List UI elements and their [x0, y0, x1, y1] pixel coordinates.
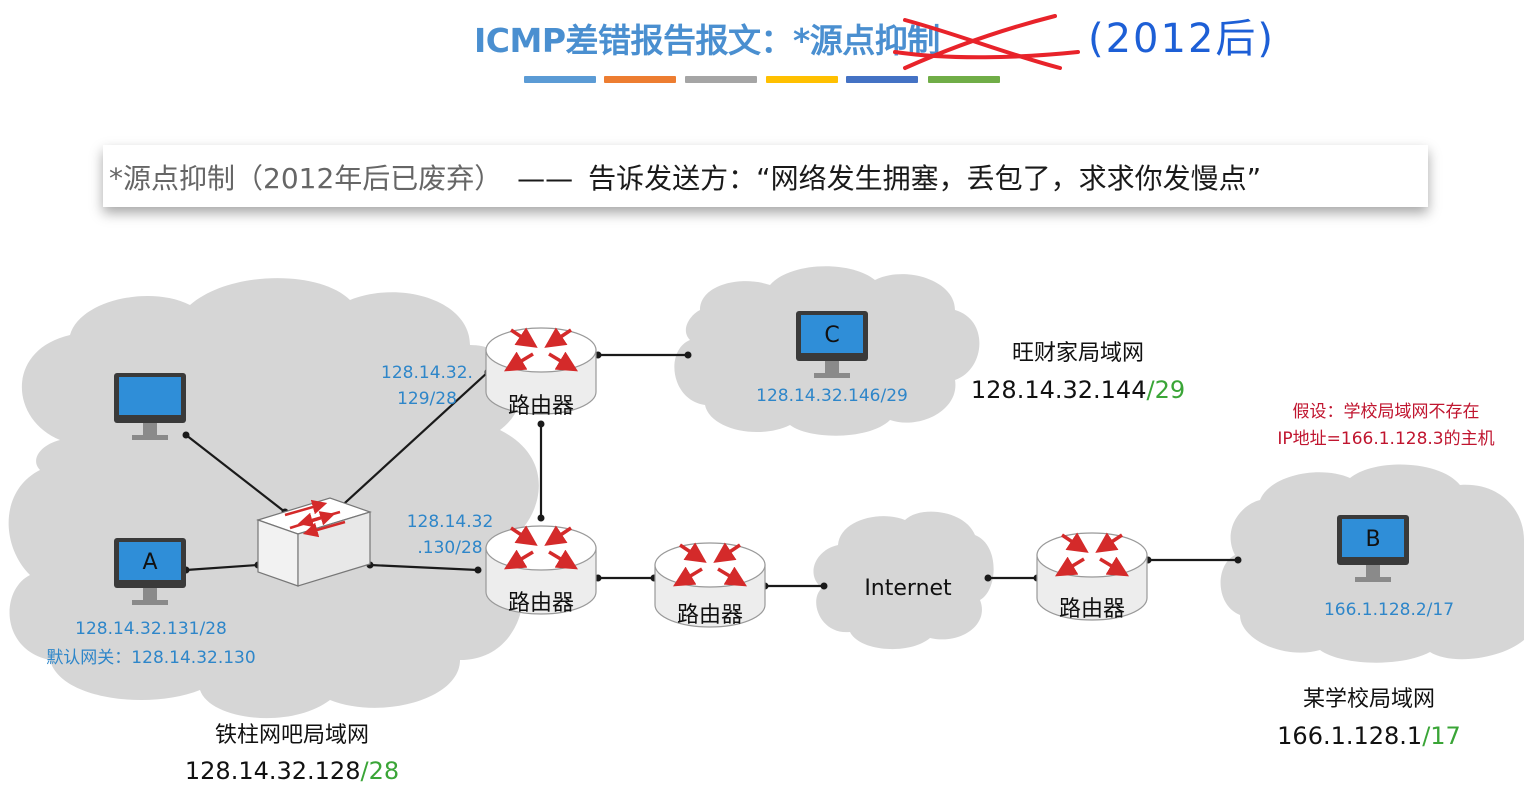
wangcai-lan-name: 旺财家局域网	[1012, 341, 1144, 366]
assumption-note-line1: 假设：学校局域网不存在	[1293, 402, 1480, 422]
router-top-icon	[485, 327, 597, 415]
router-top-ip-line1: 128.14.32.	[381, 363, 473, 383]
router-4-icon	[1036, 532, 1148, 621]
router-top-ip-line2: 129/28	[397, 389, 457, 409]
router-mid-ip-line2: .130/28	[417, 538, 482, 558]
host-a-icon	[114, 538, 186, 605]
router-mid-label: 路由器	[508, 591, 574, 616]
router-mid-ip-line1: 128.14.32	[407, 512, 494, 532]
host-a-label: A	[142, 550, 157, 575]
link-host-to-switch	[185, 434, 286, 513]
host-b-ip: 166.1.128.2/17	[1324, 600, 1454, 620]
wangcai-lan-address: 128.14.32.144/29	[971, 376, 1185, 404]
banner-right-text: 告诉发送方：“网络发生拥塞，丢包了，求求你发慢点”	[588, 162, 1262, 195]
banner-dash: ——	[517, 162, 574, 195]
color-bar-blue	[524, 76, 596, 83]
default-gateway: 默认网关：128.14.32.130	[46, 648, 255, 668]
assumption-note-line2: IP地址=166.1.128.3的主机	[1277, 429, 1494, 449]
router-4-label: 路由器	[1059, 597, 1125, 622]
school-lan-address: 166.1.128.1/17	[1277, 722, 1461, 750]
switch-icon	[256, 497, 372, 587]
color-bar-yellow	[766, 76, 838, 83]
banner-left-text: *源点抑制（2012年后已废弃）	[109, 162, 503, 195]
definition-banner: *源点抑制（2012年后已废弃） —— 告诉发送方：“网络发生拥塞，丢包了，求求…	[103, 145, 1428, 207]
strikethrough-mark	[893, 14, 1080, 70]
host-b-icon	[1337, 515, 1409, 582]
color-bar-navy	[846, 76, 918, 83]
link-switch-to-router-top	[334, 371, 489, 513]
router-mid-icon	[485, 525, 597, 615]
host-c-icon	[796, 311, 868, 378]
internet-label: Internet	[864, 576, 952, 601]
color-bar-gray	[685, 76, 757, 83]
host-b-label: B	[1365, 527, 1380, 552]
router-3-label: 路由器	[677, 603, 743, 628]
color-bar-green	[928, 76, 1000, 83]
link-host-a-to-switch	[185, 563, 259, 572]
router-top-label: 路由器	[508, 394, 574, 419]
slide-title: ICMP差错报告报文：*源点抑制	[474, 14, 940, 64]
link-switch-to-router-mid	[369, 563, 479, 572]
tiezhu-lan-name: 铁柱网吧局域网	[215, 723, 369, 748]
color-bar-orange	[604, 76, 676, 83]
host-a-ip: 128.14.32.131/28	[75, 619, 227, 639]
tiezhu-lan-address: 128.14.32.128/28	[185, 757, 399, 785]
host-c-ip: 128.14.32.146/29	[756, 386, 908, 406]
host-unlabeled-icon	[114, 373, 186, 440]
router-3-icon	[654, 542, 766, 628]
handwritten-note: (2012后)	[1088, 16, 1276, 62]
cloud-internet	[813, 511, 994, 650]
host-c-label: C	[824, 323, 839, 348]
title-main: ICMP差错报告报文：	[474, 21, 794, 60]
school-lan-name: 某学校局域网	[1303, 687, 1435, 712]
